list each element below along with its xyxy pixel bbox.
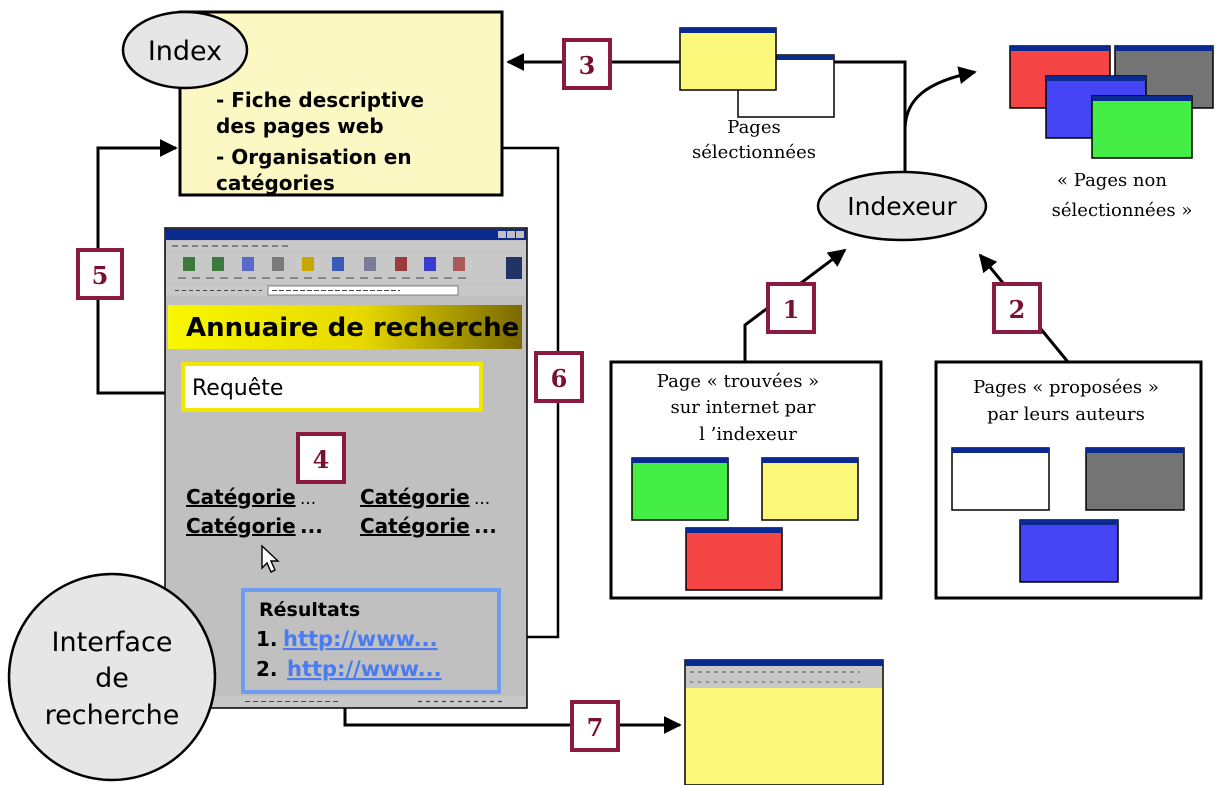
arrow-browser-to-page (343, 705, 682, 734)
results-title: Résultats (259, 599, 360, 621)
result-1-number: 1. (256, 627, 278, 651)
toolbar-icons[interactable] (183, 257, 522, 279)
step-6-box: 6 (534, 351, 584, 403)
proposed-pages-line-2: par leurs auteurs (987, 404, 1145, 425)
category-link-2-suffix: ... (474, 489, 490, 509)
close-button[interactable] (516, 231, 524, 238)
results-box (241, 588, 501, 694)
result-1-link[interactable]: http://www... (283, 627, 438, 651)
found-page-yellow (761, 457, 859, 521)
proposed-page-white (951, 447, 1050, 511)
index-oval (121, 10, 249, 90)
directory-banner-title: Annuaire de recherche (186, 313, 519, 343)
index-line-1: - Fiche descriptive (216, 88, 424, 112)
step-5-box: 5 (76, 248, 124, 300)
step-7-label: 7 (587, 713, 604, 742)
category-link-4-suffix: ... (474, 514, 497, 538)
search-interface-label-1: Interface (52, 627, 173, 658)
proposed-page-blue (1019, 519, 1119, 583)
category-link-1-name: Catégorie (186, 485, 296, 509)
non-selected-label-2: sélectionnées » (1052, 200, 1193, 221)
search-interface-label-2: de (95, 663, 129, 694)
step-1-label: 1 (783, 295, 800, 324)
step-6-label: 6 (551, 364, 568, 393)
indexer-oval (816, 170, 988, 242)
search-interface-label-3: recherche (45, 700, 180, 731)
category-link-4[interactable]: Catégorie ... (360, 514, 497, 538)
category-link-3-name: Catégorie (186, 514, 296, 538)
browser-toolbar (166, 252, 526, 284)
step-2-box: 2 (992, 282, 1042, 334)
maximize-button[interactable] (507, 231, 515, 238)
index-line-4: catégories (216, 171, 335, 195)
category-link-2-name: Catégorie (360, 485, 470, 509)
step-2-label: 2 (1009, 295, 1026, 324)
step-5-label: 5 (92, 261, 109, 290)
selected-page-yellow (679, 27, 777, 91)
arrow-indexer-to-index (506, 53, 907, 175)
found-pages-line-1: Page « trouvées » (657, 371, 819, 392)
non-selected-page-green (1091, 95, 1193, 159)
step-4-label: 4 (313, 445, 330, 474)
arrow-to-non-selected (903, 66, 977, 131)
step-7-box: 7 (570, 700, 620, 752)
step-1-box: 1 (766, 282, 816, 334)
directory-banner (168, 305, 522, 349)
found-pages-line-2: sur internet par (670, 397, 815, 418)
index-line-2: des pages web (216, 114, 384, 138)
query-input-text: Requête (192, 376, 283, 401)
browser-window: Annuaire de recherche Requête 4 Catégori… (164, 227, 528, 709)
step-3-label: 3 (579, 51, 596, 80)
category-link-1[interactable]: Catégorie ... (186, 485, 316, 509)
search-interface-circle (7, 572, 217, 782)
category-link-4-name: Catégorie (360, 514, 470, 538)
result-2-link[interactable]: http://www... (287, 657, 442, 681)
category-link-3-suffix: ... (300, 514, 323, 538)
index-title: Index (148, 36, 222, 67)
mouse-pointer-icon (261, 544, 280, 573)
category-link-2[interactable]: Catégorie ... (360, 485, 490, 509)
step-4-box: 4 (296, 432, 346, 484)
arrow-found-to-indexer (743, 248, 847, 362)
category-link-1-suffix: ... (300, 489, 316, 509)
index-line-3: - Organisation en (216, 145, 412, 169)
selected-pages-label-1: Pages (727, 117, 780, 138)
browser-title-bar (166, 229, 526, 240)
proposed-pages-line-1: Pages « proposées » (973, 377, 1159, 398)
step-3-box: 3 (562, 38, 612, 90)
browser-status-bar (166, 696, 526, 707)
found-page-green (631, 457, 729, 521)
indexer-title: Indexeur (847, 192, 957, 221)
proposed-page-grey (1085, 447, 1185, 511)
selected-pages-label-2: sélectionnées (692, 142, 816, 163)
found-page-red (685, 527, 783, 591)
query-input[interactable] (181, 362, 483, 412)
found-pages-line-3: l ’indexeur (699, 424, 797, 445)
minimize-button[interactable] (498, 231, 506, 238)
non-selected-label-1: « Pages non (1057, 170, 1167, 191)
result-page-window (684, 659, 884, 785)
category-link-3[interactable]: Catégorie ... (186, 514, 323, 538)
result-2-number: 2. (256, 657, 278, 681)
browser-menu-bar (166, 241, 526, 251)
